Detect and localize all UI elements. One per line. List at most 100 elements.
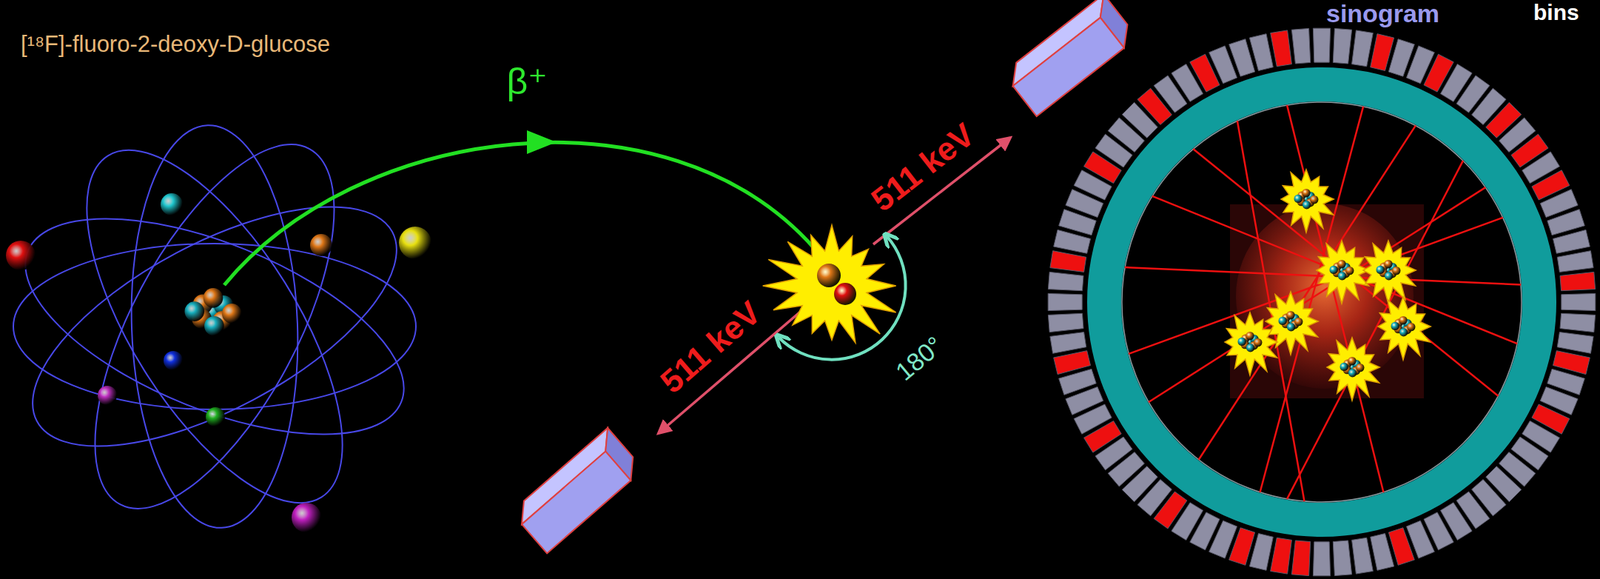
event-burst <box>1326 337 1380 401</box>
nucleon <box>1340 362 1349 371</box>
line-of-response <box>1260 106 1364 493</box>
detector-element <box>1352 30 1374 67</box>
electron <box>160 193 183 216</box>
electron-orbit <box>0 158 432 494</box>
nucleon <box>1246 343 1255 352</box>
line-of-response <box>1198 125 1416 460</box>
nucleon <box>1278 316 1287 325</box>
event-burst <box>1316 240 1370 304</box>
nucleon <box>1286 310 1295 319</box>
event-burst <box>1224 312 1278 376</box>
event-burst <box>1377 296 1431 360</box>
detector-element <box>1047 271 1084 291</box>
positron-arrowhead <box>526 130 557 154</box>
detector-block <box>1002 0 1138 117</box>
electron <box>398 226 432 260</box>
electron-orbit <box>13 243 416 410</box>
detector-element <box>1557 250 1594 273</box>
sinogram-label: sinogram <box>1326 0 1440 26</box>
nucleon <box>1348 368 1357 377</box>
block-face <box>521 451 631 554</box>
positron <box>817 263 841 288</box>
annihilation-event <box>1377 296 1431 360</box>
nucleon <box>1253 338 1262 347</box>
nucleon <box>1245 331 1254 340</box>
line-of-response <box>1152 196 1518 344</box>
positron-path <box>224 142 815 285</box>
nucleon <box>1286 322 1296 331</box>
detector-element <box>1312 28 1330 63</box>
image-field <box>1229 204 1424 399</box>
nucleon <box>1384 271 1393 280</box>
nucleon <box>1338 271 1347 280</box>
nucleon <box>1399 327 1408 336</box>
nucleon <box>222 303 242 324</box>
angle-label: 180° <box>891 331 948 385</box>
nucleon <box>1301 188 1310 197</box>
detector-element <box>1312 541 1330 576</box>
nucleon <box>1406 322 1415 331</box>
nucleon <box>1238 337 1247 346</box>
electron-orbit <box>125 122 305 530</box>
detector-element <box>1229 39 1256 77</box>
annihilation-event <box>1363 240 1416 304</box>
annihilation-event <box>1224 312 1278 376</box>
energy-label: 511 keV <box>865 117 980 217</box>
energy-label: 511 keV <box>654 295 767 399</box>
line-of-response <box>1286 105 1384 493</box>
bins-label: bins <box>1533 1 1580 24</box>
annihilation-burst <box>762 224 897 343</box>
detector-element <box>1352 537 1374 574</box>
electron-orbit <box>37 111 392 541</box>
electron <box>97 385 117 405</box>
detector-element <box>1547 209 1586 236</box>
nucleon <box>1345 266 1354 275</box>
event-burst <box>1265 291 1319 355</box>
nucleon <box>203 287 224 308</box>
scanner-gantry <box>1104 84 1540 520</box>
atom <box>0 109 433 543</box>
electron <box>163 350 183 371</box>
detector-element <box>1047 293 1082 311</box>
detector-element <box>1561 293 1596 311</box>
detector-element <box>1560 271 1596 291</box>
tracer-name: [¹⁸F]-fluoro-2-deoxy-D-glucose <box>20 32 331 56</box>
nucleon <box>184 301 205 322</box>
detector-element <box>1553 229 1591 254</box>
electron <box>291 502 322 533</box>
nucleon <box>1392 266 1401 275</box>
detector-element <box>1059 368 1097 395</box>
nucleon <box>1302 200 1311 209</box>
pet-scanner <box>1047 28 1596 576</box>
annihilation-event <box>1265 291 1319 355</box>
nucleon <box>1329 265 1339 274</box>
detector-element <box>1291 540 1310 576</box>
annihilation-event <box>1326 337 1380 401</box>
electron <box>834 282 857 305</box>
event-burst <box>1363 240 1416 304</box>
detector-element <box>1050 332 1087 354</box>
nucleon <box>1391 321 1400 331</box>
detector-block <box>511 427 644 553</box>
block-face <box>1013 17 1125 117</box>
nucleon <box>1376 265 1385 274</box>
detector-element <box>1050 250 1087 273</box>
nucleon <box>1383 259 1393 268</box>
detector-element <box>1053 350 1091 375</box>
detector-element <box>1332 540 1352 576</box>
electron-orbit <box>46 109 382 543</box>
detector-element <box>1560 313 1596 332</box>
nucleon <box>1294 194 1303 203</box>
nucleon <box>1337 259 1346 268</box>
nucleon <box>1355 363 1364 372</box>
event-burst <box>1281 169 1334 233</box>
detector-element <box>1370 533 1395 571</box>
detector-element <box>1557 332 1594 354</box>
detector-element <box>1249 34 1273 72</box>
electron-orbit <box>0 173 433 479</box>
detector-element <box>1332 28 1352 64</box>
detector-element <box>1291 28 1310 64</box>
nucleon <box>1398 316 1407 325</box>
electron <box>205 407 225 427</box>
